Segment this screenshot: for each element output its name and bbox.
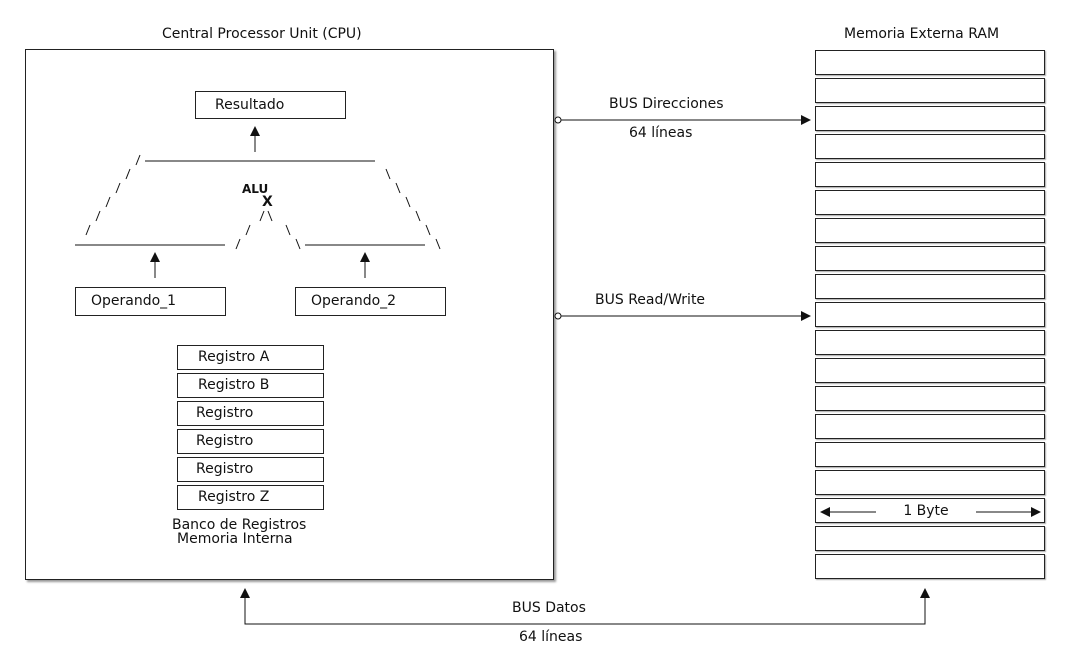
ram-cell [815,106,1045,131]
ram-cell [815,526,1045,551]
ram-cell [815,330,1045,355]
register-b: Registro B [177,373,324,398]
register-4: Registro [177,429,324,454]
ram-cell [815,386,1045,411]
ram-cell [815,414,1045,439]
ram-cell [815,190,1045,215]
operando-1-box: Operando_1 [75,287,226,316]
data-bus-label: BUS Datos [512,600,586,616]
ram-cell [815,246,1045,271]
address-bus-label: BUS Direcciones [609,96,724,112]
operando-1-label: Operando_1 [91,293,177,309]
register-5: Registro [177,457,324,482]
data-bus-lines: 64 líneas [519,629,583,645]
ram-cell [815,218,1045,243]
ram-cell [815,554,1045,579]
cpu-box [25,49,554,580]
operando-2-label: Operando_2 [311,293,397,309]
register-a: Registro A [177,345,324,370]
ram-cell [815,358,1045,383]
cpu-title: Central Processor Unit (CPU) [162,26,362,42]
ram-cell [815,470,1045,495]
register-3: Registro [177,401,324,426]
operando-2-box: Operando_2 [295,287,446,316]
ram-cell [815,50,1045,75]
ram-cell [815,274,1045,299]
register-z: Registro Z [177,485,324,510]
address-bus-origin [554,116,562,124]
ram-cell [815,442,1045,467]
rw-bus-label: BUS Read/Write [595,292,706,308]
resultado-label: Resultado [215,97,285,113]
byte-label: 1 Byte [878,500,974,522]
resultado-box: Resultado [195,91,346,119]
rw-bus-origin [554,312,562,320]
memory-title: Memoria Externa RAM [844,26,1000,42]
ram-cell [815,162,1045,187]
ram-cell [815,134,1045,159]
internal-memory-label: Memoria Interna [177,531,293,547]
address-bus-lines: 64 líneas [629,125,693,141]
alu-label: ALU [242,182,269,196]
data-bus-line [244,598,926,625]
ram-cell [815,302,1045,327]
alu-symbol: X [262,194,273,210]
register-bank-label: Banco de Registros [172,517,307,533]
ram-cell [815,78,1045,103]
